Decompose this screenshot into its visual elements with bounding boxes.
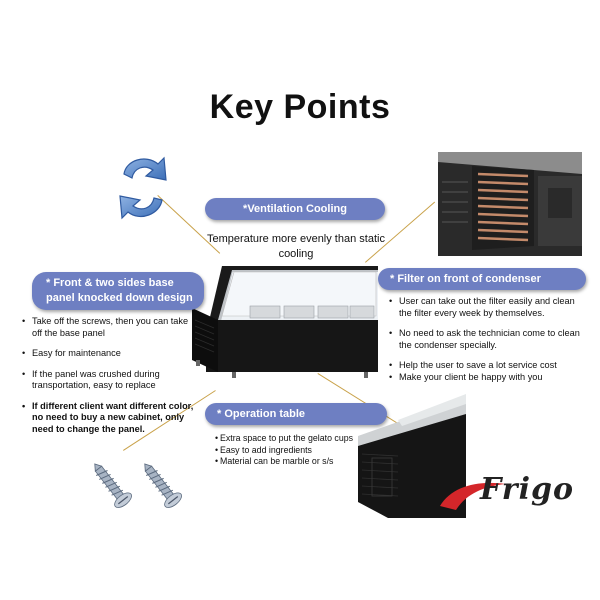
filter-benefits-list: User can take out the filter easily and … (389, 296, 589, 383)
filter-condenser-label: * Filter on front of condenser (378, 268, 586, 290)
list-item: Material can be marble or s/s (215, 456, 375, 468)
list-item: Make your client be happy with you (389, 372, 589, 384)
frigo-logo: Frigo (440, 470, 600, 520)
base-panel-label: * Front & two sides base panel knocked d… (32, 272, 204, 310)
screw-icon (144, 463, 182, 508)
logo-text: Frigo (480, 472, 574, 507)
filter-condenser-photo (438, 152, 582, 256)
ventilation-description: Temperature more evenly than static cool… (207, 233, 385, 260)
operation-table-photo (358, 394, 466, 518)
list-item: Help the user to save a lot service cost (389, 360, 589, 372)
base-panel-list: Take off the screws, then you can take o… (22, 316, 200, 444)
operation-table-label: * Operation table (205, 403, 387, 425)
list-item: Take off the screws, then you can take o… (22, 316, 200, 339)
logo-swoosh-icon (440, 482, 506, 510)
list-item: No need to ask the technician come to cl… (389, 328, 589, 351)
list-item: If the panel was crushed during transpor… (22, 369, 200, 392)
operation-table-list: Extra space to put the gelato cups Easy … (215, 433, 375, 468)
display-cabinet-photo (192, 266, 378, 378)
list-item: Easy to add ingredients (215, 445, 375, 457)
list-item: If different client want different color… (22, 401, 200, 436)
list-item: Extra space to put the gelato cups (215, 433, 375, 445)
page-title: Key Points (209, 88, 391, 126)
list-item: User can take out the filter easily and … (389, 296, 589, 319)
list-item: Easy for maintenance (22, 348, 200, 360)
rotate-arrows-icon (119, 156, 167, 220)
ventilation-cooling-label: *Ventilation Cooling (205, 198, 385, 220)
screw-icon (94, 463, 132, 508)
